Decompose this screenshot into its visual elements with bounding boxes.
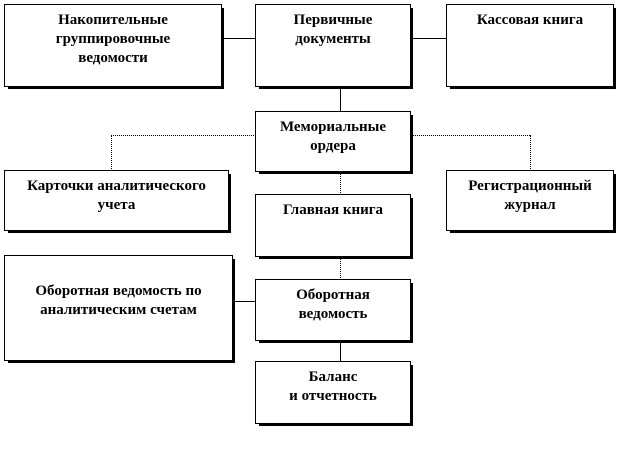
connector-memorial-right-branch bbox=[410, 135, 530, 136]
box-general-ledger-label: Главная книга bbox=[282, 202, 384, 218]
box-memorial-orders-label: Мемориальные ордера bbox=[279, 119, 387, 154]
box-memorial-orders: Мемориальные ордера bbox=[255, 111, 411, 172]
box-analytical-turnover: Оборотная ведомость по аналитическим сче… bbox=[4, 255, 233, 361]
connector-accumulative-primary bbox=[222, 38, 256, 39]
box-general-ledger: Главная книга bbox=[255, 194, 411, 257]
box-balance-reporting-label: Баланс и отчетность bbox=[289, 369, 377, 404]
connector-to-analytical-cards bbox=[111, 135, 112, 171]
box-registration-journal-label: Регистрационный журнал bbox=[468, 178, 592, 213]
connector-analytical-turnover bbox=[232, 301, 256, 302]
box-analytical-turnover-label: Оборотная ведомость по аналитическим сче… bbox=[35, 283, 202, 318]
box-registration-journal: Регистрационный журнал bbox=[446, 170, 614, 231]
connector-primary-memorial bbox=[340, 86, 341, 112]
box-analytical-cards-label: Карточки аналитического учета bbox=[27, 178, 206, 213]
box-accumulative-statements: Накопительные группировочные ведомости bbox=[4, 4, 222, 87]
box-accumulative-statements-label: Накопительные группировочные ведомости bbox=[55, 12, 171, 66]
box-turnover-statement-label: Оборотная ведомость bbox=[296, 287, 370, 322]
box-cash-book: Кассовая книга bbox=[446, 4, 614, 87]
box-primary-documents-label: Первичные документы bbox=[293, 12, 373, 47]
box-primary-documents: Первичные документы bbox=[255, 4, 411, 87]
box-cash-book-label: Кассовая книга bbox=[476, 12, 584, 28]
connector-memorial-ledger bbox=[340, 171, 341, 195]
box-turnover-statement: Оборотная ведомость bbox=[255, 279, 411, 341]
connector-memorial-left-branch bbox=[111, 135, 256, 136]
connector-turnover-balance bbox=[340, 340, 341, 362]
box-balance-reporting: Баланс и отчетность bbox=[255, 361, 411, 424]
box-analytical-cards: Карточки аналитического учета bbox=[4, 170, 229, 231]
connector-primary-cash bbox=[410, 38, 447, 39]
connector-to-registration-journal bbox=[530, 135, 531, 171]
connector-ledger-turnover bbox=[340, 256, 341, 280]
